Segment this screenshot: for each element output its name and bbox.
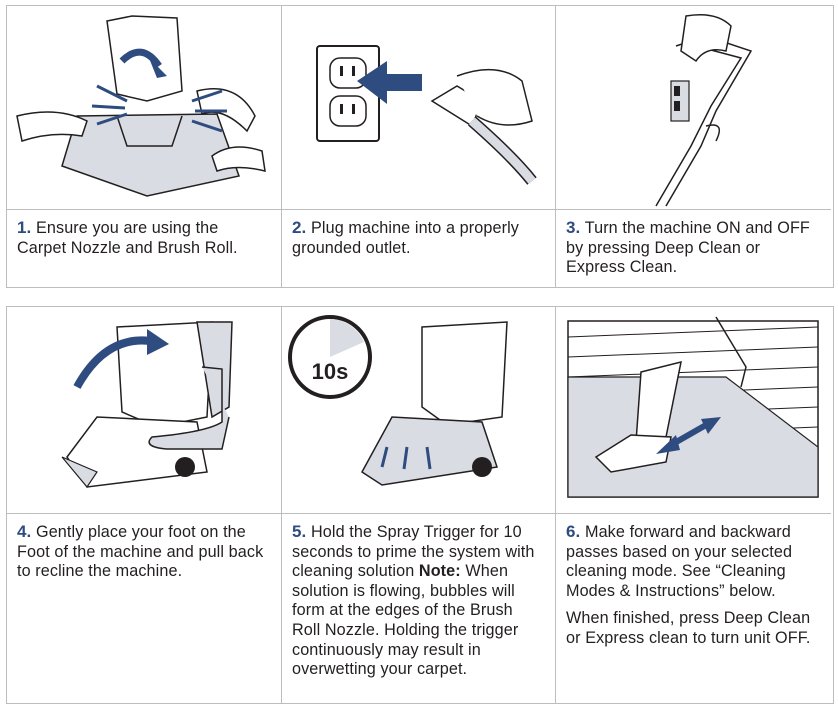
- step-5-note-label: Note:: [418, 562, 461, 581]
- step-5-number: 5.: [292, 522, 307, 541]
- step-4-instruction: Gently place your foot on the Foot of th…: [17, 523, 264, 581]
- step-2-instruction: Plug machine into a properly grounded ou…: [292, 219, 519, 257]
- step-3-illustration: [556, 6, 831, 210]
- step-6-number: 6.: [566, 522, 581, 541]
- instructions-bottom-row: 10s 4. Gently plac: [6, 306, 834, 704]
- step-4-illustration: [7, 307, 282, 514]
- step-5-text: 5. Hold the Spray Trigger for 10 seconds…: [282, 514, 556, 703]
- step-5-illustration: 10s: [282, 307, 556, 514]
- step-3-instruction: Turn the machine ON and OFF by pressing …: [566, 219, 810, 277]
- step-6-instruction: Make forward and backward passes based o…: [566, 523, 793, 600]
- step-2-text: 2. Plug machine into a properly grounded…: [282, 210, 556, 287]
- instructions-top-row: 1. Ensure you are using the Carpet Nozzl…: [6, 5, 834, 288]
- timer-label: 10s: [312, 359, 349, 384]
- step-2-illustration: [282, 6, 556, 210]
- step-3-number: 3.: [566, 218, 581, 237]
- step-3-text: 3. Turn the machine ON and OFF by pressi…: [556, 210, 831, 287]
- step-6-text: 6. Make forward and backward passes base…: [556, 514, 831, 703]
- step-4-number: 4.: [17, 522, 32, 541]
- step-1-instruction: Ensure you are using the Carpet Nozzle a…: [17, 219, 238, 257]
- step-6-extra: When finished, press Deep Clean or Expre…: [566, 609, 811, 647]
- step-1-illustration: [7, 6, 282, 210]
- step-2-number: 2.: [292, 218, 307, 237]
- step-1-number: 1.: [17, 218, 32, 237]
- step-5-instruction: Hold the Spray Trigger for 10 seconds to…: [292, 523, 535, 581]
- step-5-note-text: When solution is flowing, bubbles will f…: [292, 562, 519, 679]
- step-6-illustration: [556, 307, 831, 514]
- step-4-text: 4. Gently place your foot on the Foot of…: [7, 514, 282, 703]
- step-1-text: 1. Ensure you are using the Carpet Nozzl…: [7, 210, 282, 287]
